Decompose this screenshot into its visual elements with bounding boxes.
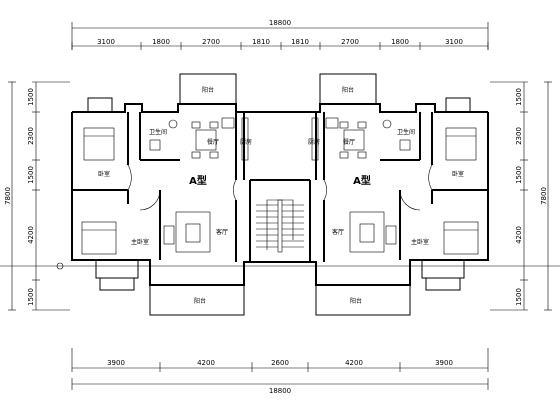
bottom-dim-3: 2600 — [271, 359, 289, 367]
label-kitchen-left: 厨房 — [240, 138, 252, 146]
unit-label-left: A型 — [189, 174, 207, 187]
building-walls — [71, 73, 489, 316]
balcony-top-right — [319, 73, 377, 105]
left-dim-2: 2300 — [27, 127, 35, 145]
right-dimension-group: 1500 2300 1500 4200 1500 7800 — [490, 81, 552, 311]
top-dim-8: 3100 — [445, 38, 463, 46]
left-dim-4: 4200 — [27, 226, 35, 244]
label-bedroom-right: 卧室 — [452, 170, 464, 178]
label-living-right: 客厅 — [332, 228, 344, 236]
left-dimension-group: 1500 2300 1500 4200 1500 7800 — [4, 81, 70, 311]
label-master-left: 主卧室 — [131, 238, 149, 246]
balcony-bottom-right — [315, 284, 411, 316]
bottom-dim-1: 3900 — [107, 359, 125, 367]
left-dim-1: 1500 — [27, 88, 35, 106]
label-toilet-left: 卫生间 — [149, 128, 167, 136]
top-dim-5: 1810 — [291, 38, 309, 46]
bottom-dim-2: 4200 — [197, 359, 215, 367]
balcony-bottom-left — [149, 284, 245, 316]
label-master-right: 主卧室 — [411, 238, 429, 246]
right-dim-4: 4200 — [515, 226, 523, 244]
top-dim-6: 2700 — [341, 38, 359, 46]
bottom-dim-5: 3900 — [435, 359, 453, 367]
label-balcony-bottom-right: 阳台 — [350, 297, 362, 305]
bottom-dim-4: 4200 — [345, 359, 363, 367]
top-total-dimension: 18800 — [269, 19, 291, 27]
furniture — [81, 117, 479, 255]
label-kitchen-right: 厨房 — [308, 138, 320, 146]
right-total-dimension: 7800 — [540, 187, 548, 205]
top-dimension-group: 18800 3100 1800 2700 1810 1810 2700 1800… — [71, 19, 489, 50]
label-balcony-top-left: 阳台 — [202, 86, 214, 94]
left-dim-5: 1500 — [27, 288, 35, 306]
balcony-top-left — [179, 73, 237, 105]
right-dim-3: 1500 — [515, 166, 523, 184]
right-dim-2: 2300 — [515, 127, 523, 145]
right-dim-1: 1500 — [515, 88, 523, 106]
bottom-total-dimension: 18800 — [269, 387, 291, 395]
top-dim-4: 1810 — [252, 38, 270, 46]
top-dim-7: 1800 — [391, 38, 409, 46]
top-dim-1: 3100 — [97, 38, 115, 46]
right-dim-5: 1500 — [515, 288, 523, 306]
label-dining-left: 餐厅 — [207, 138, 219, 146]
label-balcony-top-right: 阳台 — [342, 86, 354, 94]
axis-marker — [56, 262, 64, 270]
label-toilet-right: 卫生间 — [397, 128, 415, 136]
label-living-left: 客厅 — [216, 228, 228, 236]
left-total-dimension: 7800 — [4, 187, 12, 205]
unit-label-right: A型 — [353, 174, 371, 187]
bottom-dimension-group: 3900 4200 2600 4200 3900 18800 — [71, 348, 489, 395]
label-dining-right: 餐厅 — [343, 138, 355, 146]
left-dim-3: 1500 — [27, 166, 35, 184]
stair-treads — [256, 199, 304, 253]
label-balcony-bottom-left: 阳台 — [194, 297, 206, 305]
label-bedroom-left: 卧室 — [98, 170, 110, 178]
top-dim-3: 2700 — [202, 38, 220, 46]
top-dim-2: 1800 — [152, 38, 170, 46]
